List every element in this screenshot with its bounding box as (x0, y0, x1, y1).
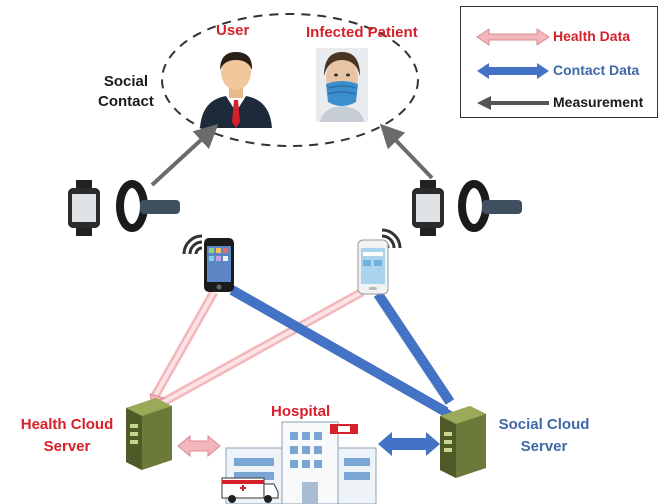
fitness-band-icon (116, 180, 180, 232)
health-cloud-server-label: Health Cloud Server (20, 416, 114, 455)
gray-arrow-icon (477, 96, 549, 110)
social-contact-label: Social Contact (98, 73, 154, 110)
social-cloud-server-label: Social Cloud Server (498, 416, 590, 455)
legend-item-health: Health Data (461, 25, 657, 49)
fitness-band-icon (458, 180, 522, 232)
hospital-label: Hospital (271, 403, 331, 420)
infected-patient-icon (316, 48, 368, 122)
legend-item-measurement: Measurement (461, 91, 657, 115)
blue-double-arrow-icon (477, 63, 549, 79)
contact-data-arrow-hospital (378, 432, 440, 456)
health-data-arrow-right-phone (157, 288, 365, 408)
legend-label-contact: Contact Data (553, 62, 640, 78)
infected-patient-label: Infected Patient (306, 24, 418, 41)
smartphone-icon (357, 239, 389, 295)
ambulance-icon (221, 477, 279, 503)
server-icon (440, 406, 486, 478)
smartphone-icon (204, 238, 234, 292)
health-data-arrow-left-phone (151, 289, 218, 399)
pink-double-arrow-icon (476, 28, 550, 46)
legend: Health Data Contact Data Measurement (460, 6, 658, 118)
user-label: User (216, 22, 250, 39)
contact-data-arrow-left-phone (229, 285, 449, 417)
legend-label-measurement: Measurement (553, 94, 644, 110)
legend-label-health: Health Data (553, 28, 631, 44)
server-icon (126, 398, 172, 470)
measurement-arrow-right (379, 123, 434, 180)
social-contact-ellipse (161, 13, 419, 147)
smartwatch-icon (68, 180, 100, 236)
user-person-icon (200, 52, 272, 128)
health-data-arrow-hospital (177, 434, 221, 458)
smartwatch-icon (412, 180, 444, 236)
measurement-arrow-left (150, 123, 219, 187)
legend-item-contact: Contact Data (461, 59, 657, 83)
wifi-icon (182, 234, 203, 255)
contact-data-arrow-right-phone (373, 291, 455, 405)
